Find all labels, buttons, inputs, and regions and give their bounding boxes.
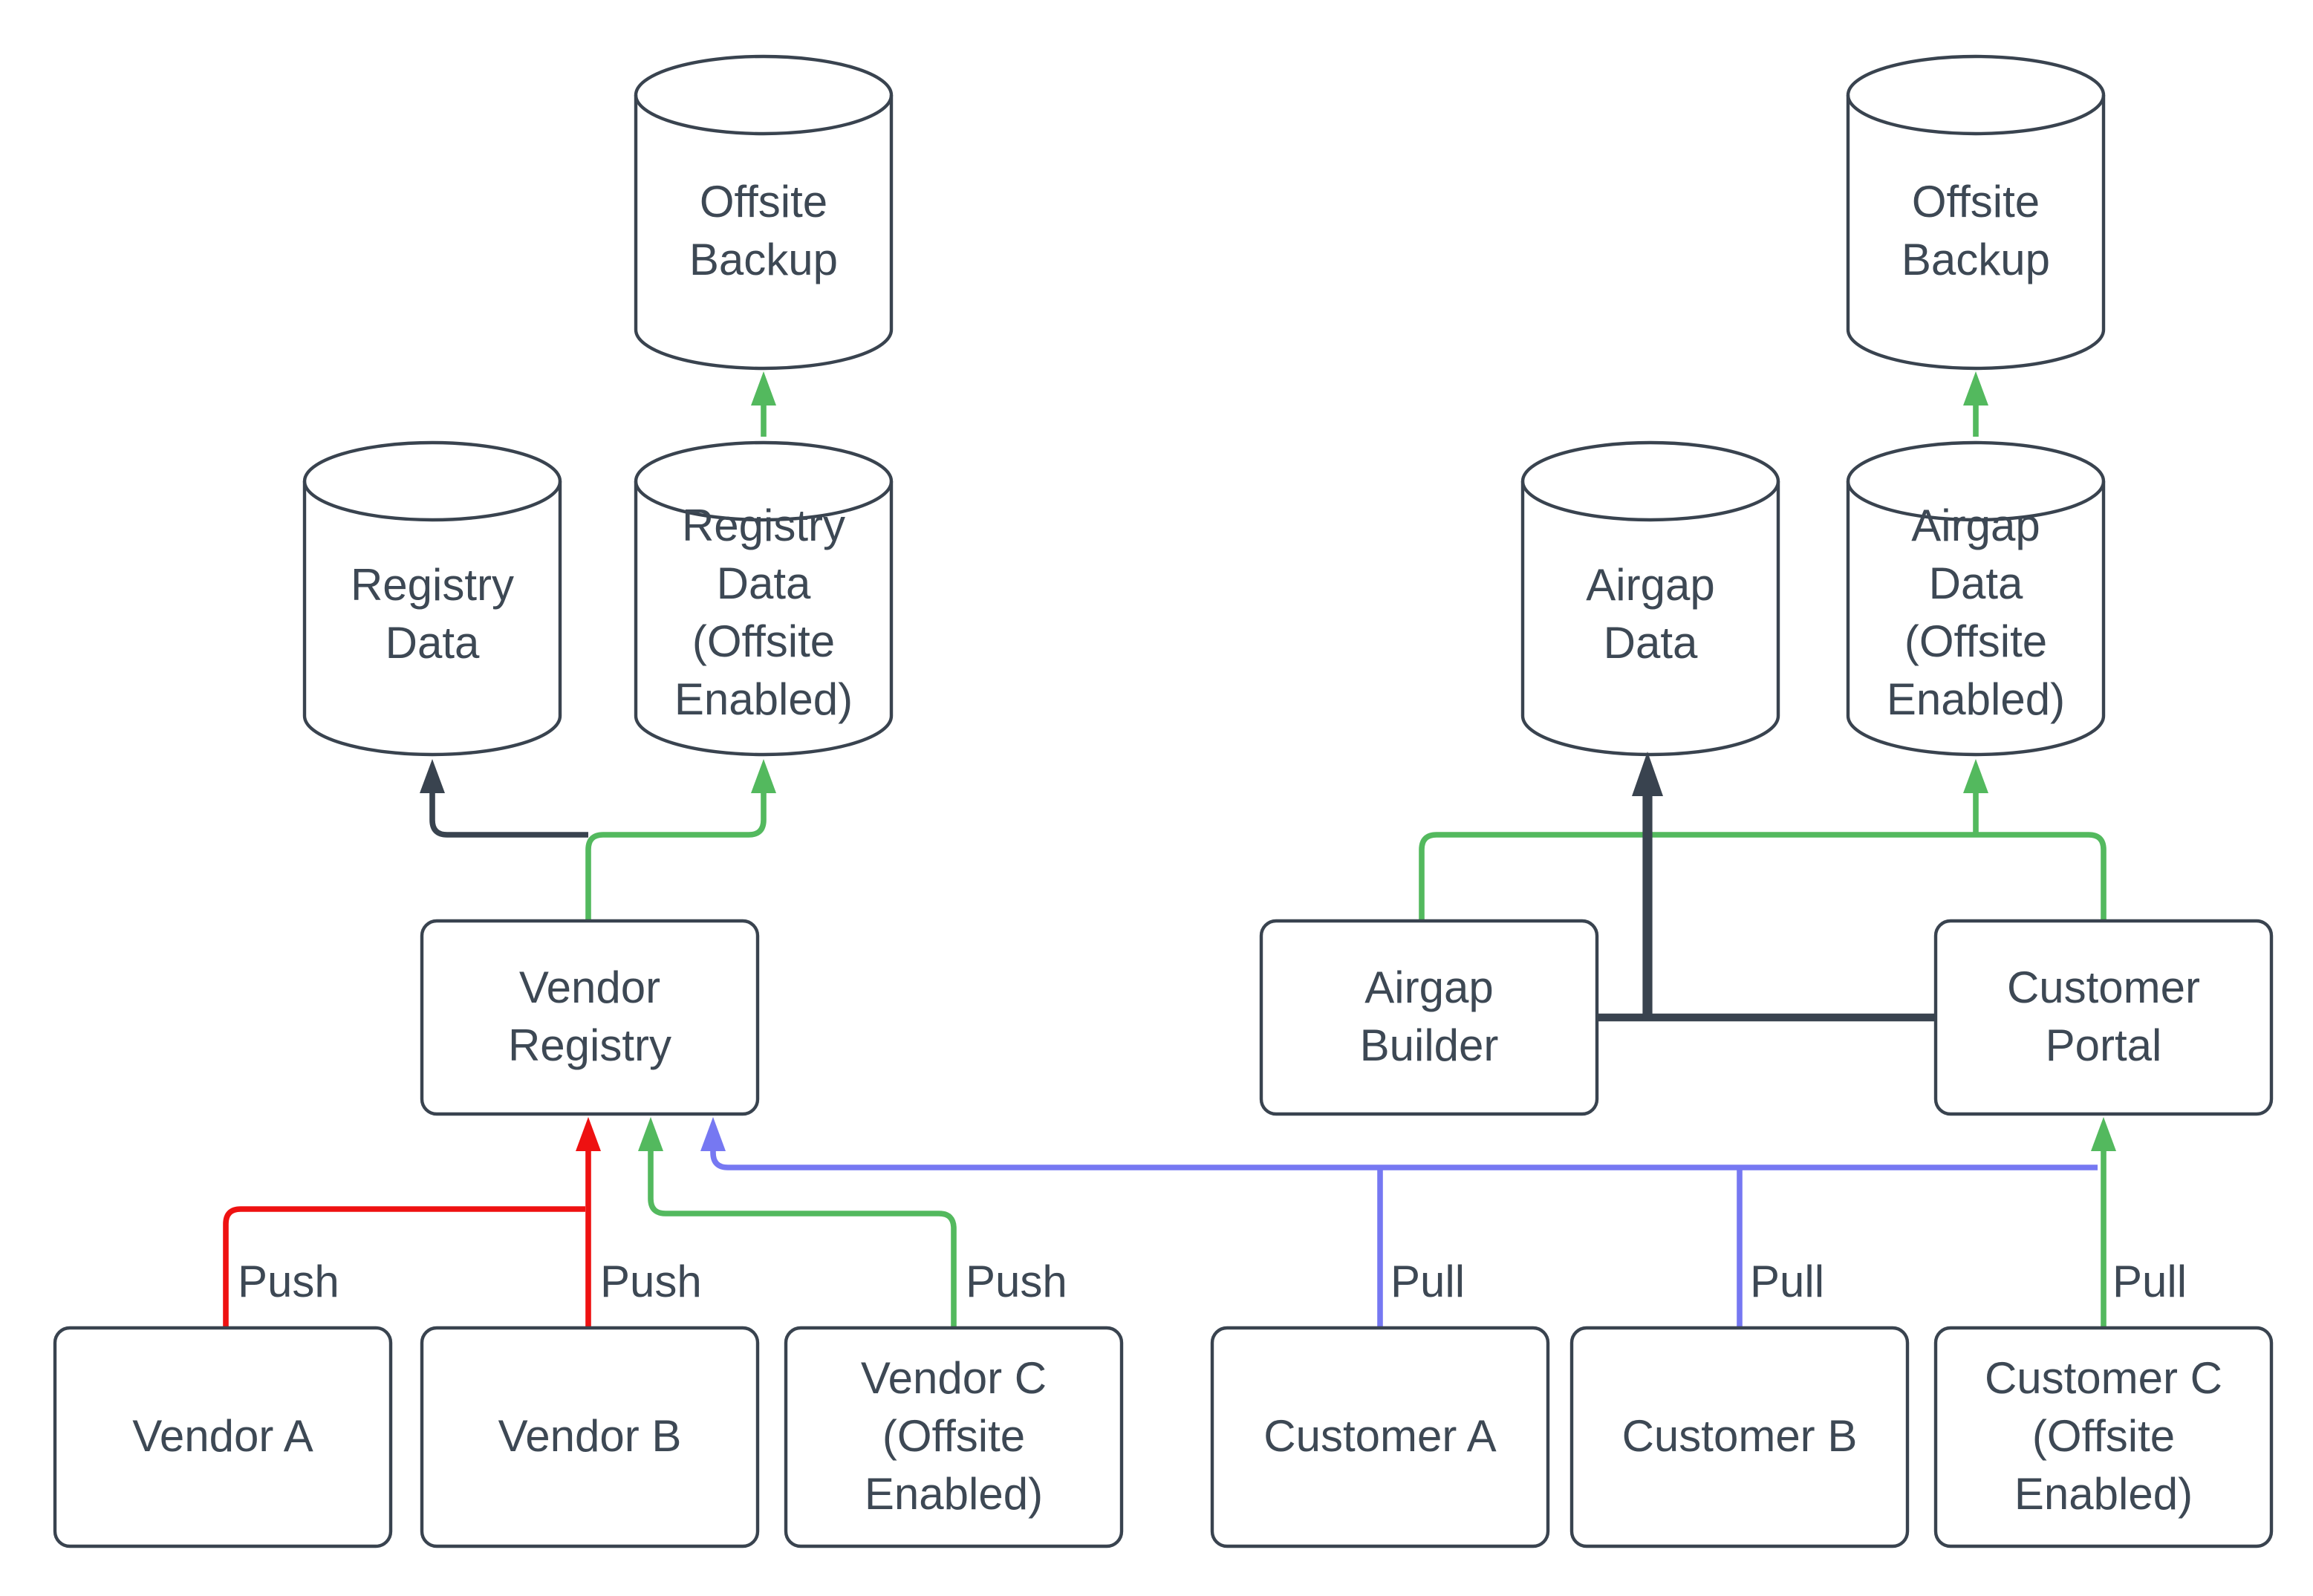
node-vendor-registry[interactable]	[420, 919, 760, 1116]
cylinder-rim	[1846, 94, 2106, 136]
cylinder-rim	[1846, 481, 2106, 522]
node-vendor-b[interactable]	[420, 1326, 760, 1548]
arrowheads	[420, 371, 2116, 1151]
edge-registry-to-registry-data-offsite[interactable]	[585, 793, 767, 921]
node-customer-portal[interactable]	[1933, 919, 2274, 1116]
cylinder-rim	[1520, 481, 1780, 522]
node-customer-a[interactable]	[1210, 1326, 1550, 1548]
cylinder-body	[1846, 54, 2106, 371]
edge-push-vendor-c[interactable]	[648, 1150, 957, 1326]
node-customer-c[interactable]	[1933, 1326, 2274, 1548]
edge-pull-main[interactable]	[710, 1150, 2098, 1170]
node-vendor-a[interactable]	[53, 1326, 393, 1548]
cylinder-rim	[302, 481, 562, 522]
arrowhead-registry-data	[420, 759, 445, 793]
node-customer-b[interactable]	[1569, 1326, 1910, 1548]
edge-push-vendor-a[interactable]	[223, 1206, 585, 1326]
node-vendor-c[interactable]	[784, 1326, 1124, 1548]
arrowhead-airgap-data-offsite	[1963, 759, 1988, 793]
arrowhead-offsite-backup-left	[751, 371, 776, 405]
node-registry-data-offsite[interactable]	[634, 440, 894, 757]
node-offsite-backup-right[interactable]	[1846, 54, 2106, 371]
cylinder-rim	[634, 481, 894, 522]
node-airgap-data-offsite[interactable]	[1846, 440, 2106, 757]
cylinder-body	[302, 440, 562, 757]
nodes	[53, 54, 2274, 1548]
arrowhead-push-into-registry	[576, 1117, 601, 1151]
arrowhead-pull-c-into-portal	[2091, 1117, 2116, 1151]
cylinder-body	[634, 54, 894, 371]
cylinder-body	[1520, 440, 1780, 757]
edges	[223, 398, 2107, 1326]
arrowhead-push-c-into-registry	[638, 1117, 663, 1151]
arrowhead-registry-data-offsite	[751, 759, 776, 793]
node-offsite-backup-left[interactable]	[634, 54, 894, 371]
cylinder-body	[1846, 440, 2106, 757]
arrowhead-offsite-backup-right	[1963, 371, 1988, 405]
edge-portal-to-airgap-builder[interactable]	[1419, 832, 2107, 921]
node-airgap-data[interactable]	[1520, 440, 1780, 757]
cylinder-rim	[634, 94, 894, 136]
node-airgap-builder[interactable]	[1259, 919, 1599, 1116]
arrowhead-pull-into-registry	[700, 1117, 726, 1151]
node-registry-data[interactable]	[302, 440, 562, 757]
cylinder-body	[634, 440, 894, 757]
arrowhead-airgap-data	[1632, 752, 1663, 796]
edge-registry-to-registry-data[interactable]	[429, 793, 588, 838]
